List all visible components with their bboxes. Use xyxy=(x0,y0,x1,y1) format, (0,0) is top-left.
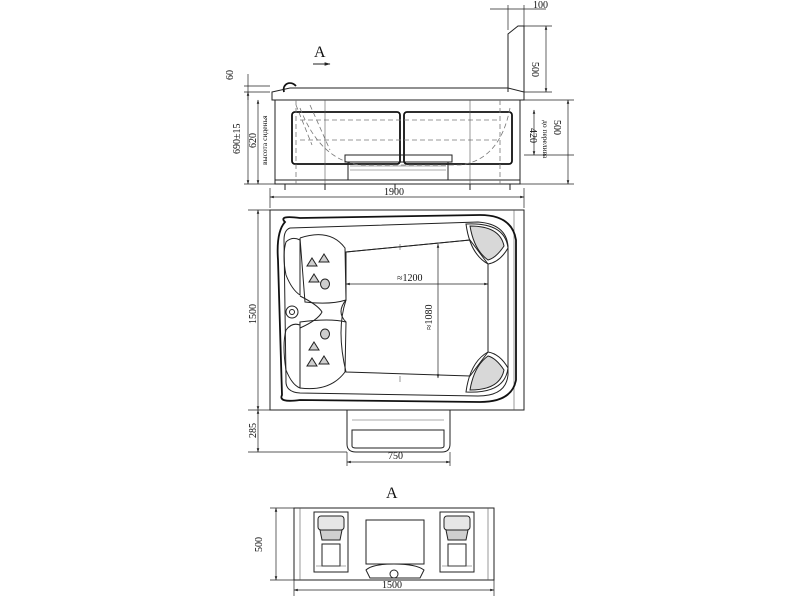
view-marker-a: A xyxy=(314,44,326,61)
view-a-dim-height: 500 xyxy=(254,537,265,552)
step-top xyxy=(346,410,451,453)
seat-bottom xyxy=(299,319,347,390)
dim-panel-height: 500 xyxy=(529,62,540,77)
inner-basin xyxy=(340,239,489,377)
dim-total-height: 690±15 xyxy=(232,124,243,155)
legs xyxy=(284,184,511,190)
view-a-seat-right xyxy=(439,511,475,573)
view-a-seat-left xyxy=(313,511,349,573)
view-a-window xyxy=(365,519,425,565)
dim-width: 1500 xyxy=(248,304,259,324)
dim-bath-height: 620 xyxy=(248,133,259,148)
view-a-body xyxy=(293,507,495,581)
dim-inner-length: ≈1200 xyxy=(397,273,423,284)
view-a-step xyxy=(365,563,425,579)
corner-headrest-top xyxy=(465,223,509,265)
bath-bowl-outline xyxy=(276,214,517,403)
note-to-overflow: до перелива xyxy=(541,120,550,159)
dim-rim: 60 xyxy=(225,70,236,80)
jets-bottom xyxy=(306,328,330,367)
side-view: 100 500 xyxy=(225,0,574,190)
outer-rim xyxy=(269,209,525,411)
bath-rim xyxy=(271,87,525,101)
dim-top-width: 100 xyxy=(533,0,548,11)
dim-step-depth: 285 xyxy=(248,423,259,438)
view-a-title: A xyxy=(386,485,398,502)
dim-overflow-height: 420 xyxy=(527,128,538,143)
headrest-bottom xyxy=(283,323,301,389)
jets-top xyxy=(306,253,330,290)
view-a-dim-width: 1500 xyxy=(382,580,402,591)
front-window-right xyxy=(403,111,513,165)
corner-headrest-bottom xyxy=(465,351,509,393)
top-view: 1900 xyxy=(248,187,525,466)
handle xyxy=(282,82,297,93)
step-side xyxy=(344,154,453,163)
dim-step-width: 750 xyxy=(388,451,403,462)
front-window-left xyxy=(291,111,401,165)
note-seat-height: высота сиденья xyxy=(260,115,269,165)
headrest-top xyxy=(283,237,301,296)
dim-inner-width: ≈1080 xyxy=(424,305,435,331)
center-knob xyxy=(285,305,299,319)
dim-length: 1900 xyxy=(384,187,404,198)
dim-right-height: 500 xyxy=(551,120,562,135)
view-a-knob xyxy=(389,569,399,579)
seat-top xyxy=(299,234,347,304)
back-panel xyxy=(507,25,525,92)
view-a: A 500 1500 xyxy=(254,485,495,596)
